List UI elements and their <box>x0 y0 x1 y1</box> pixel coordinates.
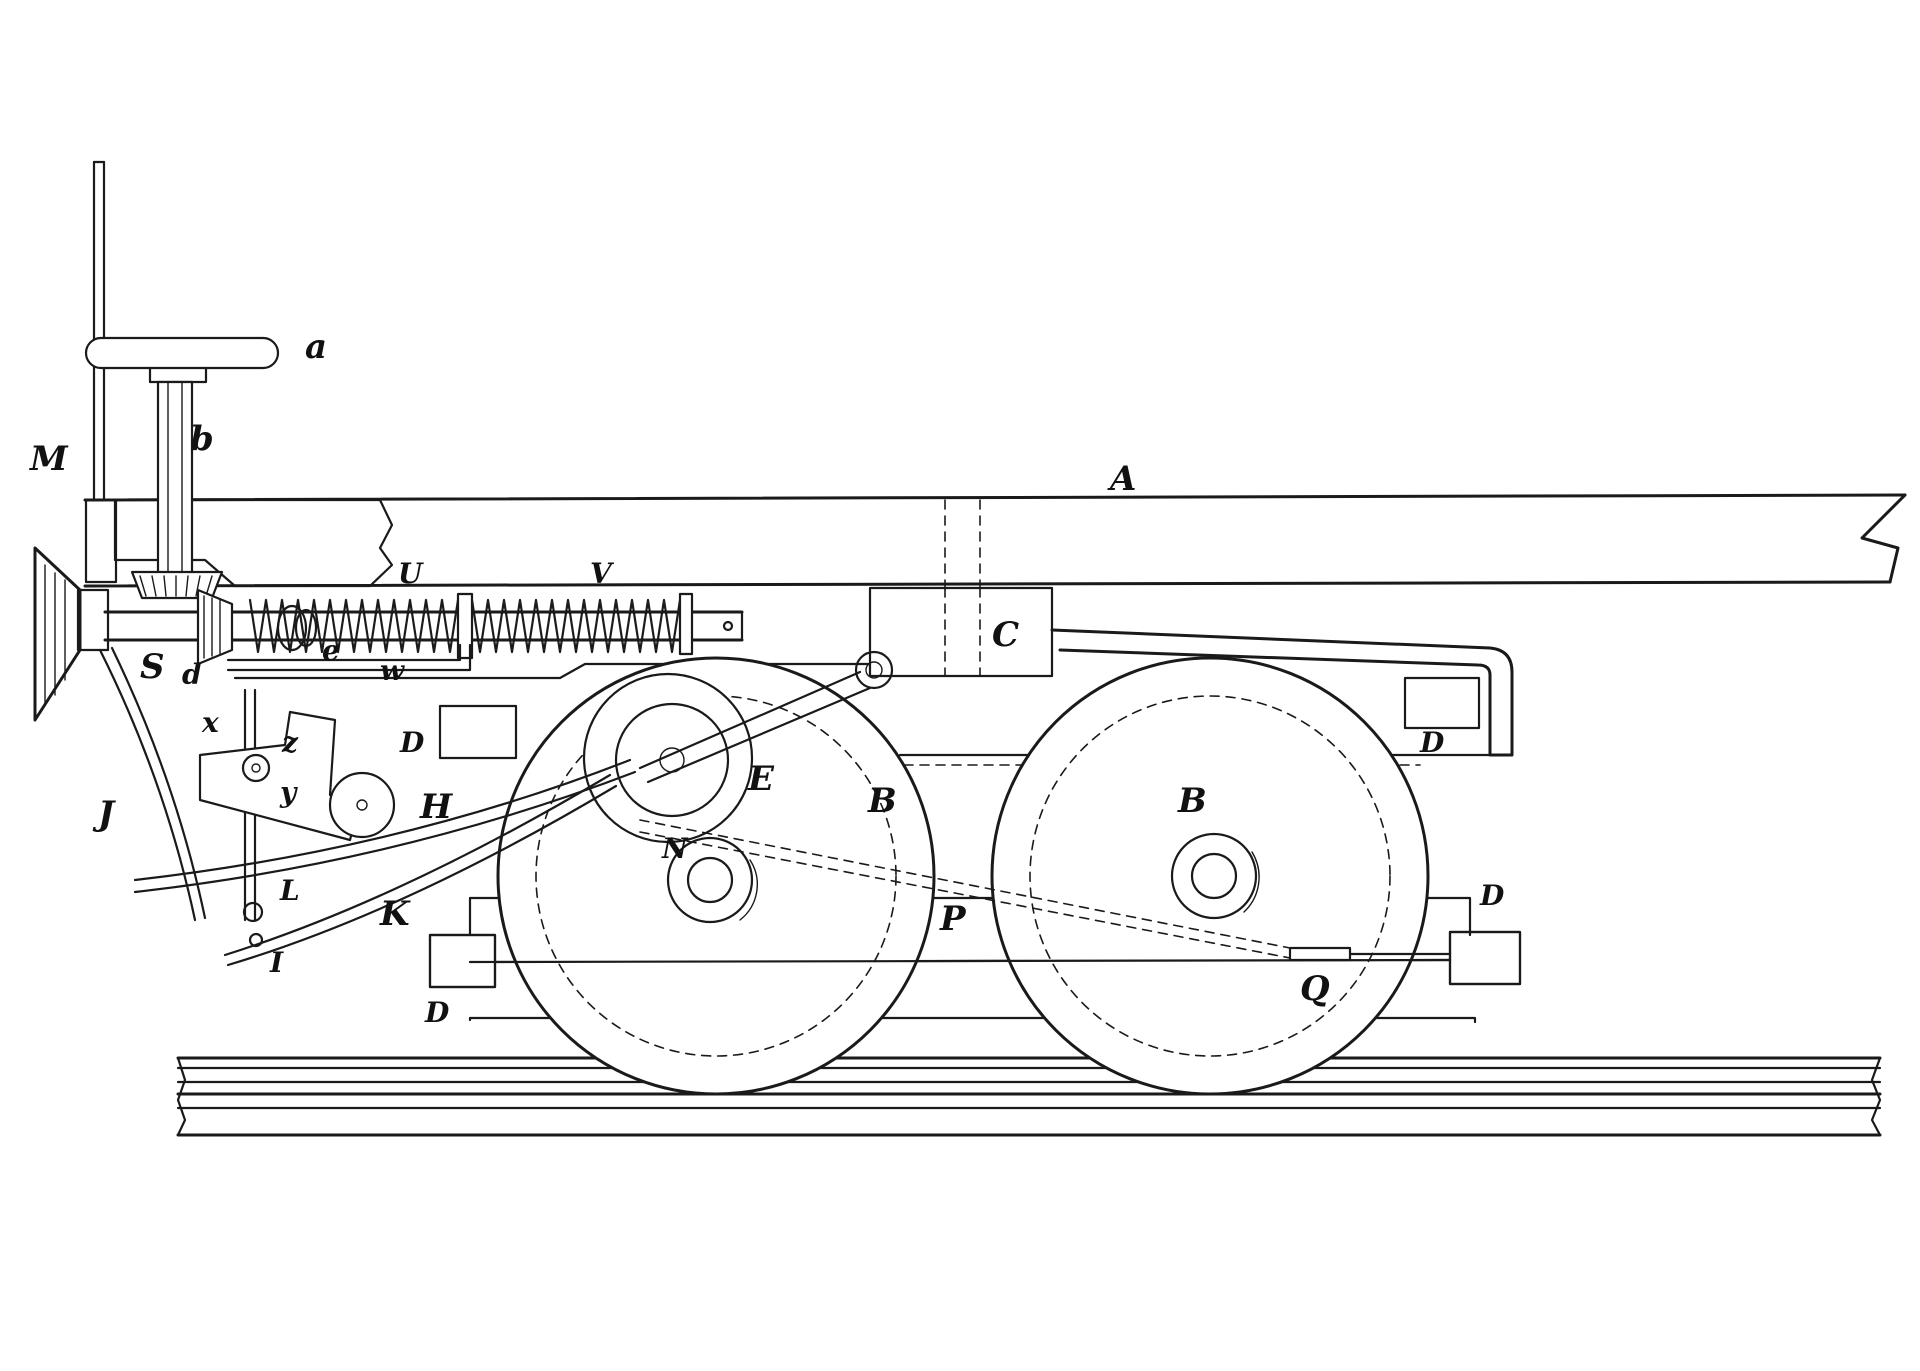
spindle-b <box>156 380 194 584</box>
spring-v <box>470 598 682 654</box>
label-y: y <box>279 776 298 809</box>
lever-h <box>133 758 632 882</box>
label-x: x <box>201 706 219 739</box>
bracket-z <box>198 710 362 842</box>
buffer-head <box>33 546 110 722</box>
brace-d-upper-left <box>438 704 518 760</box>
label-b: b <box>190 419 214 459</box>
label-p: P <box>939 899 967 939</box>
brace-d-upper-right <box>1403 676 1481 730</box>
rail <box>176 1056 1882 1137</box>
label-w: w <box>380 654 405 687</box>
label-d-lower-right: D <box>1479 879 1505 912</box>
label-e-small: e <box>322 634 340 667</box>
label-b-left-wheel: B <box>867 781 897 821</box>
label-d-upper-right: D <box>1419 726 1445 759</box>
wheel-right <box>990 656 1430 1096</box>
wheel-left <box>496 656 936 1096</box>
label-b-right-wheel: B <box>1177 781 1207 821</box>
label-s: S <box>140 647 165 687</box>
brake-staff-assembly <box>84 160 280 600</box>
lever-assembly <box>98 646 637 967</box>
label-q: Q <box>1300 969 1330 1009</box>
label-d-upper-left: D <box>399 726 425 759</box>
brake-chain-p <box>639 819 1452 962</box>
label-e: E <box>747 759 775 799</box>
pivot-y <box>328 771 396 839</box>
label-z: z <box>281 726 299 759</box>
label-i: I <box>269 946 284 979</box>
label-v: V <box>590 557 615 590</box>
label-k: K <box>379 894 411 934</box>
label-n: N <box>661 832 689 865</box>
reference-labels: a b M A U V C S d e w x z y D D D D E B … <box>29 327 1505 1029</box>
label-d-small: d <box>182 658 202 691</box>
lever-k <box>223 773 612 957</box>
label-c: C <box>992 615 1019 655</box>
brace-d-lower-right <box>1448 930 1522 986</box>
label-a: a <box>305 327 327 367</box>
bolster-c <box>868 586 1054 678</box>
spring-shaft <box>103 588 744 672</box>
label-u: U <box>398 557 424 590</box>
connecting-link <box>638 650 894 784</box>
spring-u <box>248 598 460 654</box>
label-m: M <box>29 439 69 479</box>
label-j: J <box>92 794 116 834</box>
label-h: H <box>419 787 454 827</box>
hand-wheel <box>84 336 280 370</box>
car-body-beam <box>83 493 1907 591</box>
axle-n <box>666 836 754 924</box>
label-a-beam: A <box>1107 459 1136 499</box>
label-l: L <box>279 874 300 907</box>
label-d-lower-left: D <box>424 996 450 1029</box>
